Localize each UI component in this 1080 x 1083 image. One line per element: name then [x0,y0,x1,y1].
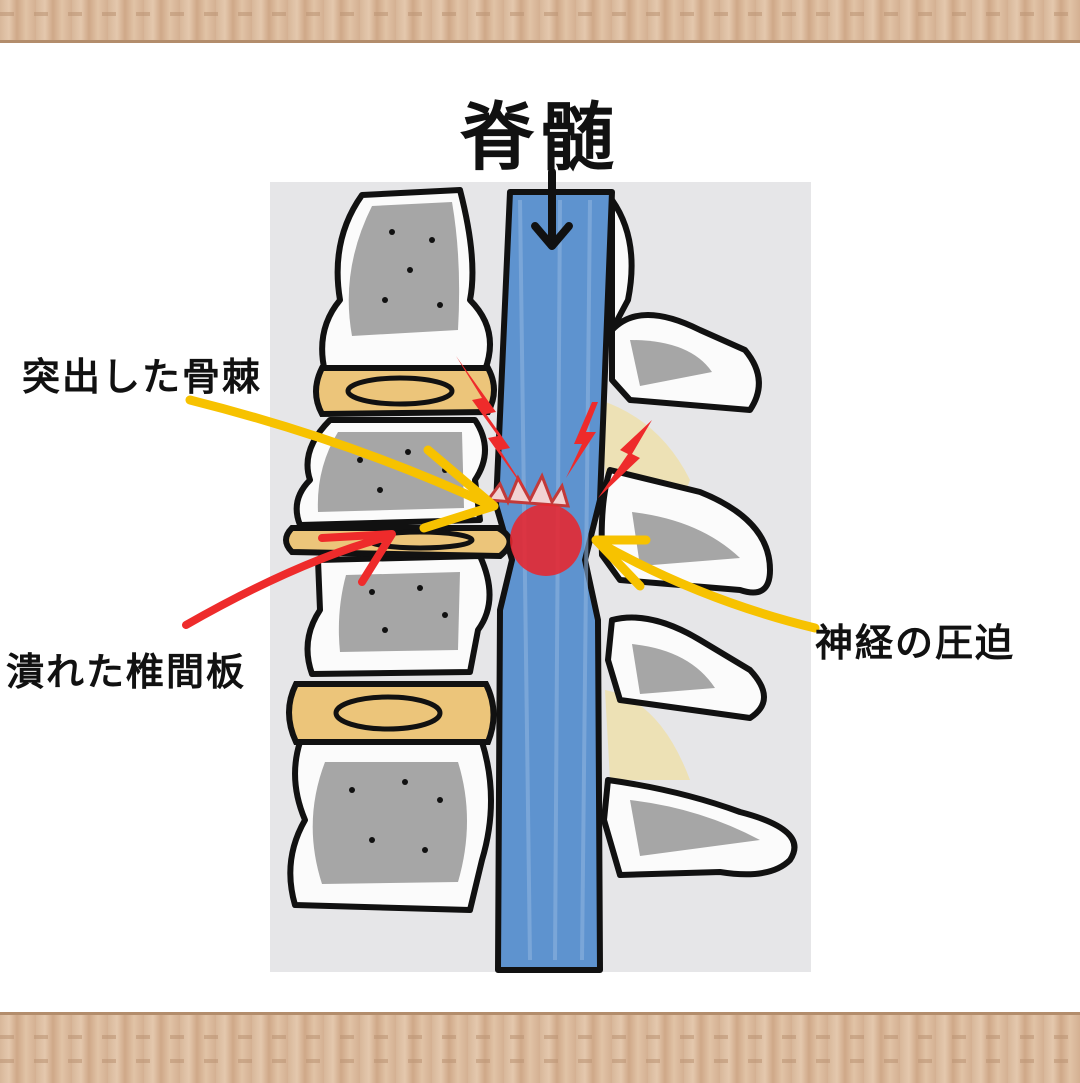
process-marrow [630,340,760,856]
wood-frame-bottom [0,1012,1080,1083]
label-osteophyte: 突出した骨棘 [22,355,263,399]
lightning-icon-left [456,356,532,500]
disc-upper [313,365,497,418]
lightning-icon-right [598,420,652,498]
disc-nucleus [333,375,475,732]
lightning-icon-middle [566,402,598,478]
label-collapsed-disc: 潰れた椎間板 [6,650,247,694]
cord-shading [518,199,592,961]
wood-frame-top [0,0,1080,43]
arrow-osteophyte [185,395,499,533]
arrow-down-icon [531,168,573,250]
arrow-disc [182,530,396,629]
compression-point [510,504,582,576]
lightning-icon [456,356,652,500]
facet-shade-lower [605,690,690,780]
disc-lower [286,681,497,745]
osteophyte-spikes [485,472,571,508]
label-nerve-compression: 神経の圧迫 [815,621,1016,665]
marrow-dots [349,229,448,853]
title-spinal-cord: 脊髄 [460,95,620,181]
arrow-compression [591,535,820,633]
